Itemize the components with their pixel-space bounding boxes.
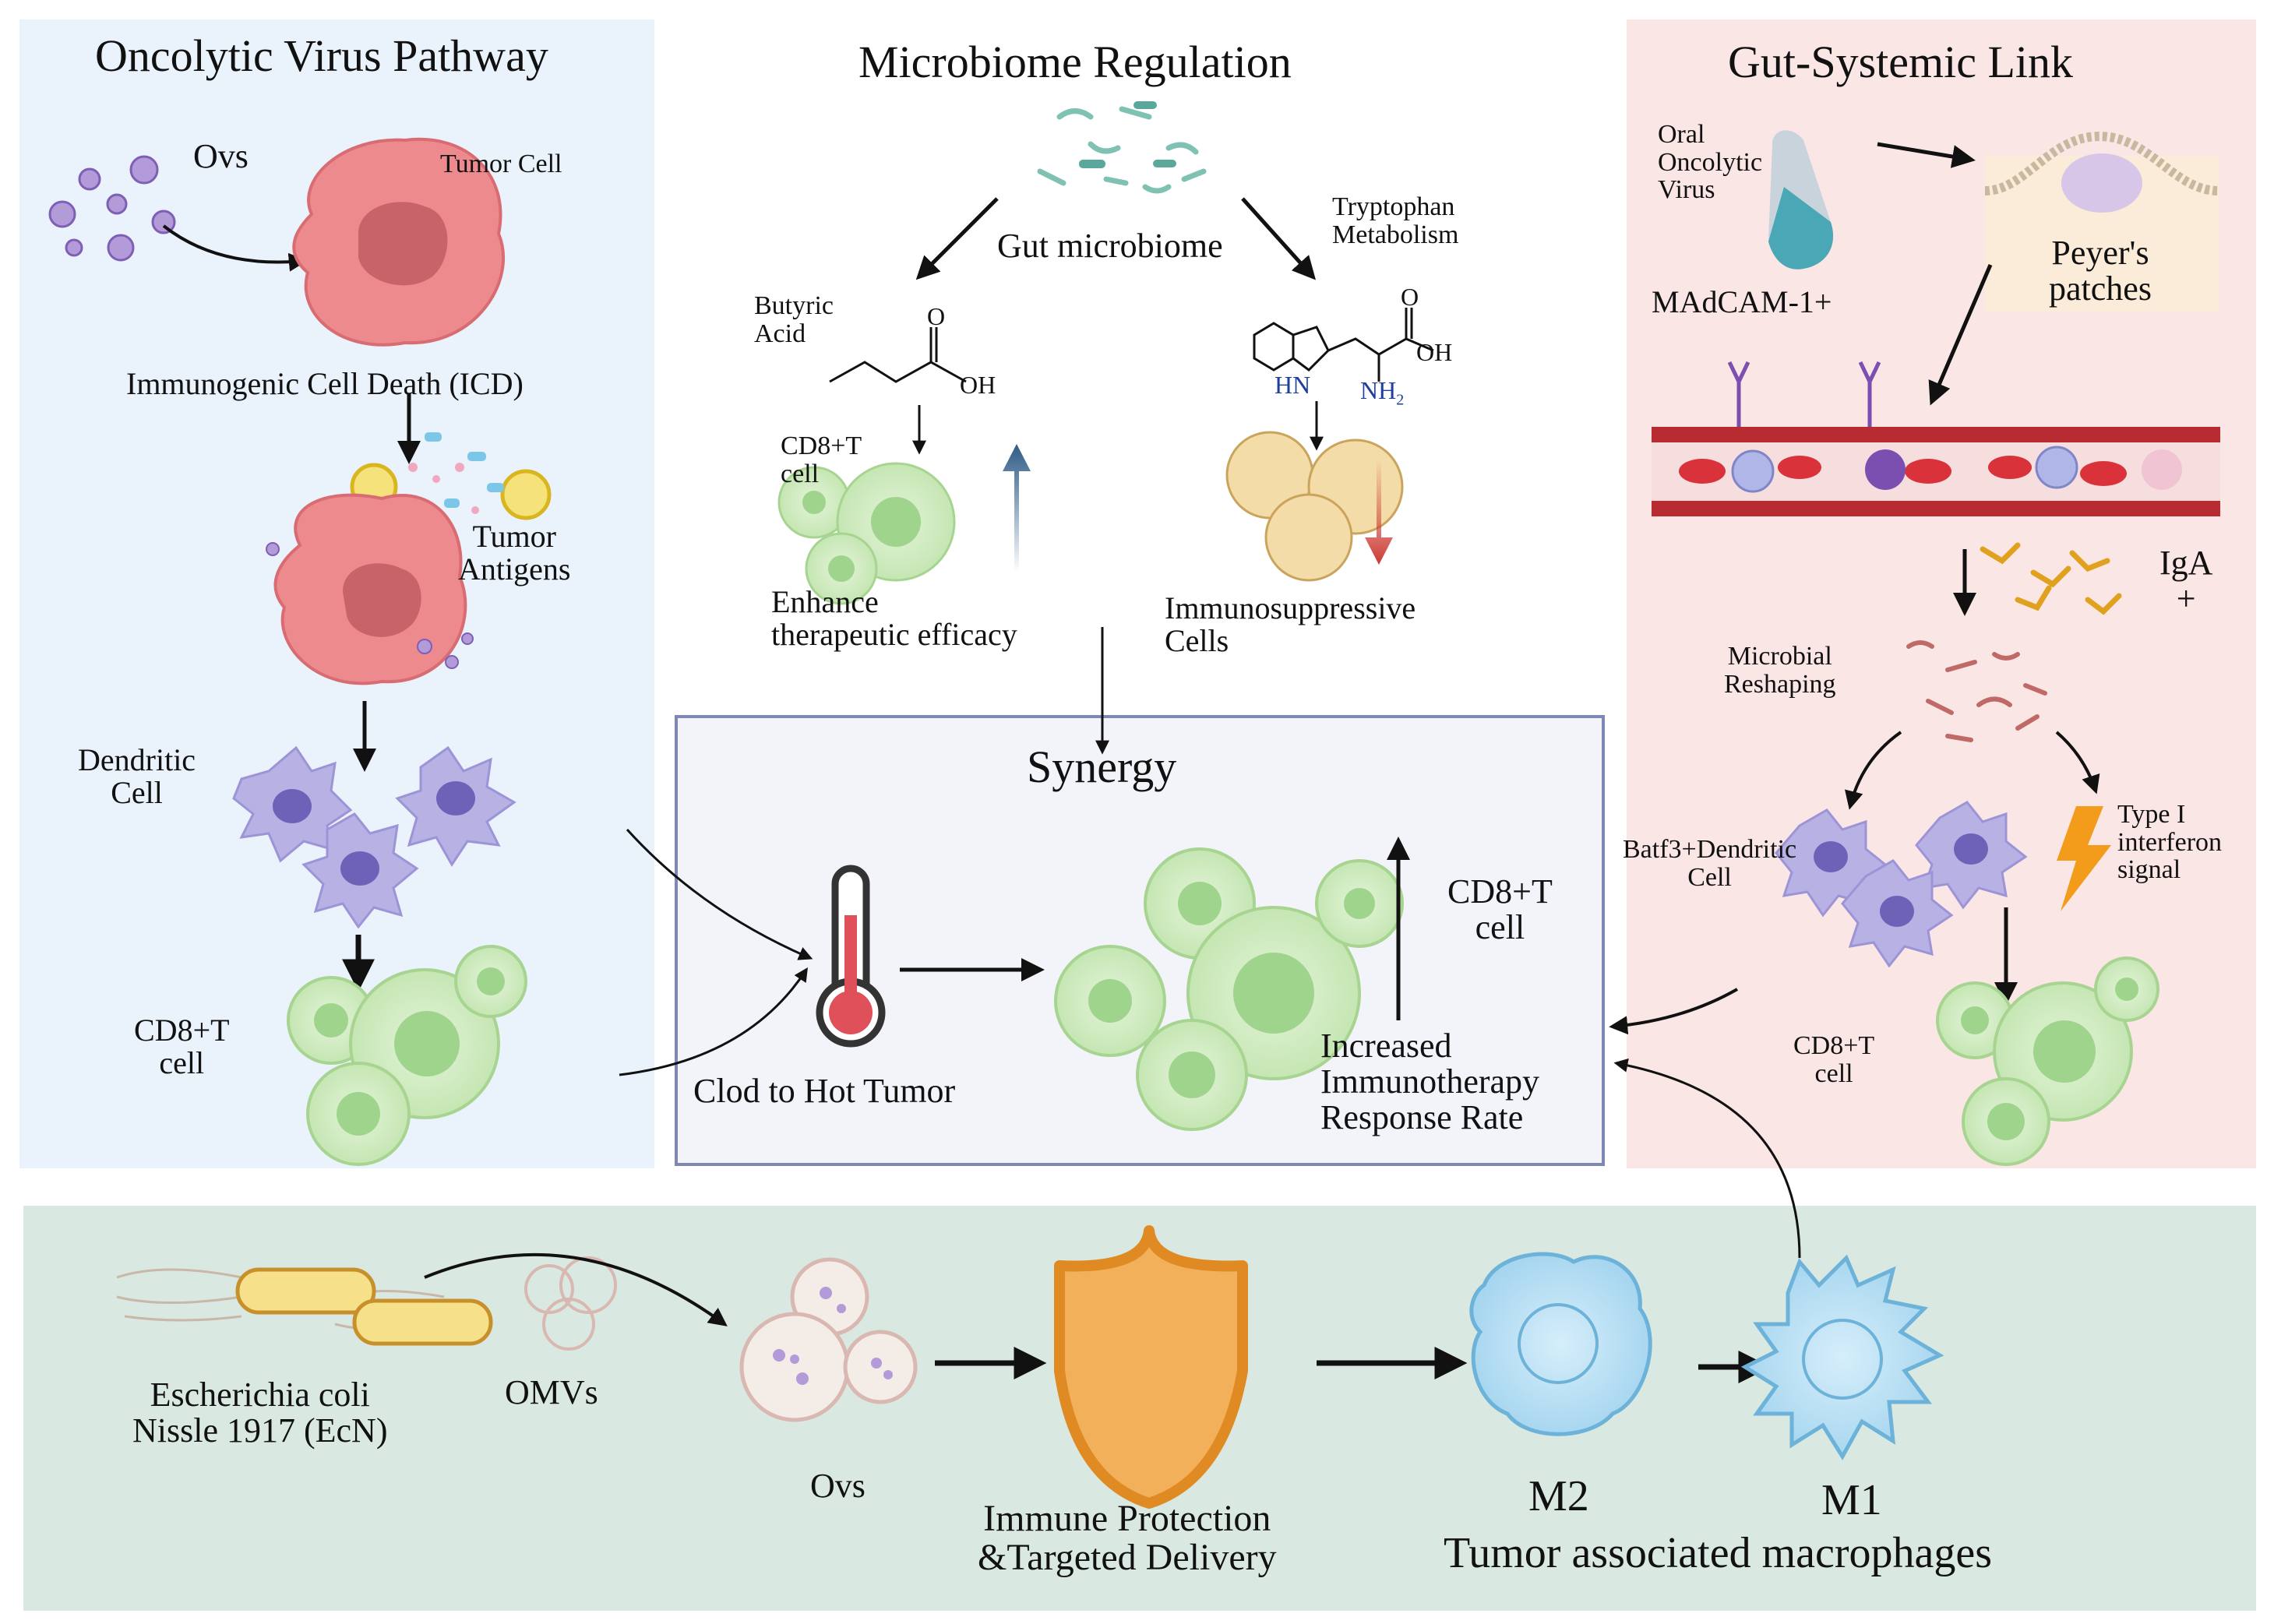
macrophage-m1 (1740, 1254, 1944, 1460)
madcam-label: MAdCAM-1+ (1652, 284, 1832, 319)
dendritic-cell-label: Dendritic Cell (78, 742, 196, 810)
gut-microbiome-label: Gut microbiome (997, 227, 1223, 265)
oral-virus-label: Oral Oncolytic Virus (1658, 120, 1763, 205)
ecn-to-ovs-arrow (424, 1252, 728, 1326)
gut-microbiome-cluster (1037, 101, 1207, 194)
m1-label: M1 (1821, 1476, 1882, 1524)
cd8t-cell-left-label: CD8+T cell (134, 1013, 230, 1080)
capsule-icon (1768, 130, 1834, 269)
tryptophan-structure (1253, 308, 1434, 382)
increase-blue-arrow (1003, 444, 1031, 572)
cd8t-cell-right-label: CD8+T cell (1793, 1031, 1875, 1088)
peyers-patches-label: Peyer's patches (2049, 234, 2152, 308)
synergy-title: Synergy (1027, 742, 1177, 792)
microbiome-panel-title: Microbiome Regulation (858, 37, 1292, 87)
butyric-o-atom: O (927, 302, 946, 330)
cold-to-hot-tumor-label: Clod to Hot Tumor (693, 1072, 956, 1110)
tryptophan-nh2-group: NH2 (1360, 376, 1405, 409)
lightning-icon (2057, 806, 2111, 911)
microbial-reshaping-label: Microbial Reshaping (1724, 642, 1836, 699)
oncolytic-to-synergy-arrow-1 (626, 828, 813, 960)
omvs-circles (524, 1256, 617, 1351)
tcells-microbiome (777, 462, 956, 605)
enhance-efficacy-label: Enhance therapeutic efficacy (771, 584, 1017, 652)
tcells-right (1936, 956, 2159, 1166)
m2-label: M2 (1528, 1472, 1589, 1520)
macrophage-m2 (1469, 1252, 1652, 1436)
oncolytic-panel-title: Oncolytic Virus Pathway (95, 30, 548, 81)
tumor-antigens-label: Tumor Antigens (458, 519, 571, 587)
microbiome-to-butyric-arrow (915, 197, 999, 280)
butyric-acid-structure (829, 327, 967, 383)
ecn-label: Escherichia coli Nissle 1917 (EcN) (132, 1376, 388, 1450)
tryptophan-oh-group: OH (1416, 338, 1453, 366)
tcells-left (287, 945, 527, 1166)
shield-icon (1054, 1225, 1248, 1509)
type-i-interferon-label: Type I interferon signal (2117, 800, 2223, 885)
tryptophan-o-atom: O (1401, 283, 1419, 311)
peyers-to-vessel-arrow (1928, 264, 1993, 406)
immunosuppressive-label: Immunosuppressive Cells (1165, 590, 1416, 658)
tumor-cell-lysing (266, 493, 474, 685)
ovs-to-tumor-arrow (162, 224, 308, 272)
butyric-oh-group: OH (960, 371, 996, 399)
ovs-bottom-label: Ovs (810, 1467, 866, 1505)
butyric-acid-label: Butyric Acid (754, 291, 834, 348)
cd8t-cell-synergy-label: CD8+T cell (1447, 872, 1553, 947)
oncolytic-to-synergy-arrow-2 (619, 967, 808, 1076)
gut-to-synergy-arrow (1609, 988, 1738, 1035)
reshaped-microbiome (1906, 640, 2047, 742)
tam-label: Tumor associated macrophages (1444, 1529, 1992, 1577)
cd8t-cell-microbiome-label: CD8+T cell (781, 432, 862, 488)
ovs-vesicles (739, 1257, 918, 1422)
tumor-cell-top (292, 137, 506, 347)
microbiome-to-tryptophan-arrow (1241, 197, 1317, 280)
omvs-label: OMVs (505, 1373, 598, 1411)
madcam-receptors (1727, 361, 1881, 427)
ecn-bacteria (116, 1267, 493, 1346)
iga-antibodies (1980, 542, 2122, 615)
capsule-to-peyers-arrow (1877, 142, 1976, 168)
iga-label: IgA + (2159, 544, 2213, 618)
peyers-patch (1984, 131, 2219, 312)
ovs-label: Ovs (193, 137, 249, 175)
tcells-synergy (1054, 847, 1404, 1131)
decrease-red-arrow (1365, 460, 1393, 565)
tryptophan-label: Tryptophan Metabolism (1332, 192, 1459, 249)
blood-vessel (1652, 427, 2220, 516)
tryptophan-hn-group: HN (1274, 371, 1311, 399)
increased-response-label: Increased Immunotherapy Response Rate (1320, 1027, 1540, 1137)
icd-label: Immunogenic Cell Death (ICD) (126, 366, 524, 401)
virus-particles (48, 155, 176, 262)
reshaping-to-interferon-arrow (2055, 731, 2100, 794)
macrophage-to-synergy-arrow (1613, 1058, 1801, 1259)
immune-protection-label: Immune Protection &Targeted Delivery (978, 1498, 1277, 1579)
dendritic-cells (232, 745, 516, 929)
batf3-dc-label: Batf3+Dendritic Cell (1623, 835, 1797, 892)
dendritic-cells-right (1775, 801, 2028, 968)
thermometer-icon (816, 865, 886, 1048)
reshaping-to-dc-arrow (1845, 731, 1902, 810)
gut-systemic-panel-title: Gut-Systemic Link (1728, 37, 2074, 87)
tumor-cell-label: Tumor Cell (440, 150, 562, 178)
